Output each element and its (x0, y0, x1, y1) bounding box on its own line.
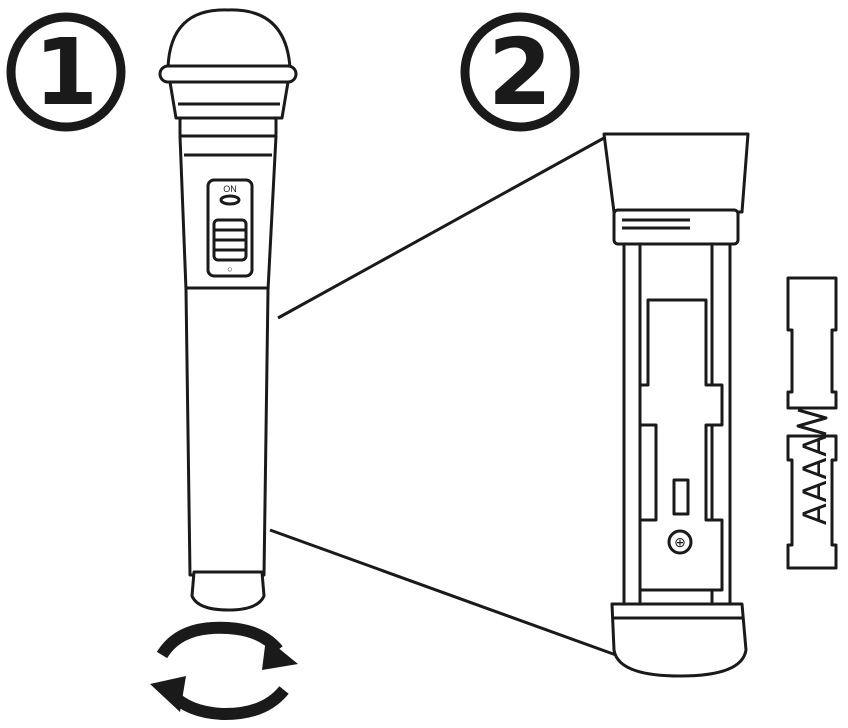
handle-top (602, 132, 750, 214)
polarity-contact (672, 478, 690, 516)
step-2-number: 2 (488, 19, 552, 126)
compartment-base (610, 602, 748, 678)
arrow-heads (150, 638, 298, 712)
battery-compartment (602, 132, 750, 678)
battery-bottom-cell (786, 434, 838, 570)
battery-top-cell (786, 276, 838, 410)
mic-ring (158, 64, 298, 84)
zoom-lines (269, 136, 617, 657)
battery-label: AAAA (796, 435, 834, 525)
mic-switch-led (219, 194, 241, 206)
polarity-symbol: ⊕ (674, 534, 686, 550)
step-1-badge: 1 (6, 12, 126, 132)
battery-holder (638, 298, 724, 592)
step-2-badge: 2 (460, 12, 580, 132)
mic-grille (166, 8, 292, 70)
polarity-circle (667, 529, 693, 555)
mic-switch-on-label: ON (223, 184, 237, 194)
mic-neck (168, 80, 290, 120)
battery-spring (796, 408, 828, 436)
mic-switch-off-label: ○ (227, 264, 232, 274)
step-1-number: 1 (34, 19, 98, 126)
microphone (158, 8, 298, 612)
mic-bottom-cap (190, 570, 266, 612)
aaaa-battery (786, 276, 838, 570)
